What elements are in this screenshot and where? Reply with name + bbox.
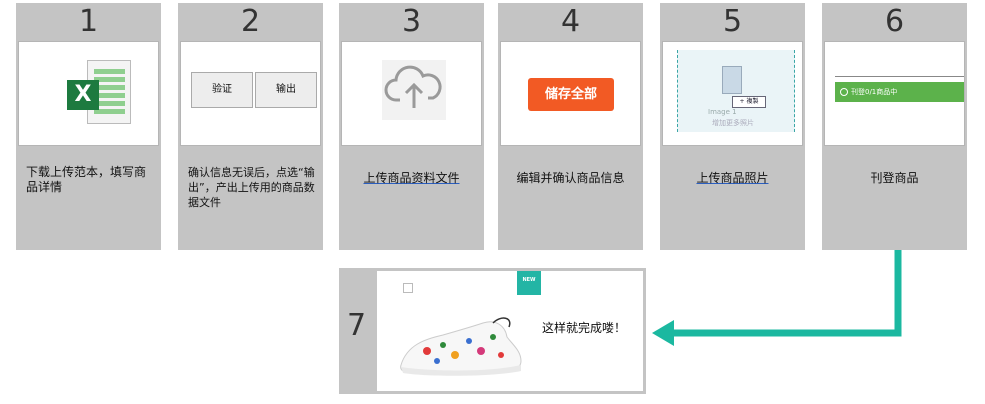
step-description: 上传商品照片	[696, 171, 769, 185]
step-description: 刊登商品	[870, 171, 919, 185]
step-5-card: 5 Image 1 + 複製 增加更多照片 上传商品照片	[660, 3, 805, 250]
step-2-image: 验证 输出	[180, 41, 321, 146]
step-description: 上传商品资料文件	[363, 171, 460, 185]
step-7-image: NEW 这样就完成喽！	[377, 271, 643, 391]
validate-button[interactable]: 验证	[191, 72, 253, 108]
save-all-button[interactable]: 储存全部	[528, 78, 614, 111]
step-number: 6	[884, 4, 905, 39]
step-number: 3	[401, 4, 422, 39]
step-3-image	[341, 41, 482, 146]
step-4-image: 储存全部	[500, 41, 641, 146]
step-4-card: 4 储存全部 编辑并确认商品信息	[498, 3, 643, 250]
completion-message: 这样就完成喽！	[542, 321, 627, 335]
step-2-card: 2 验证 输出 确认信息无误后，点选“输出”，产出上传用的商品数据文件	[178, 3, 323, 250]
step-1-image: X	[18, 41, 159, 146]
sneaker-image	[400, 317, 522, 376]
new-badge: NEW	[517, 271, 541, 295]
step-number: 2	[240, 4, 261, 39]
step-6-card: 6 刊登0/1商品中 刊登商品	[822, 3, 967, 250]
step-7-card: 7 NEW 这样就完成喽！	[339, 268, 646, 394]
step-5-image: Image 1 + 複製 增加更多照片	[662, 41, 803, 146]
step-number: 7	[347, 308, 367, 343]
copy-button[interactable]: + 複製	[732, 96, 766, 108]
step-1-card: 1 X 下载上传范本，填写商品详情	[16, 3, 161, 250]
spreadsheet-icon	[87, 60, 131, 124]
step-description: 编辑并确认商品信息	[516, 171, 625, 185]
divider	[835, 76, 964, 77]
photo-upload-area[interactable]: Image 1 + 複製 增加更多照片	[677, 50, 795, 132]
step-number: 4	[560, 4, 581, 39]
cloud-icon	[840, 88, 848, 96]
step-3-card: 3 上传商品资料文件	[339, 3, 484, 250]
publish-progress-bar: 刊登0/1商品中	[835, 82, 964, 102]
image-thumbnail-icon	[722, 66, 742, 94]
add-more-photos-label: 增加更多照片	[712, 119, 754, 127]
excel-icon: X	[67, 80, 99, 110]
export-button[interactable]: 输出	[255, 72, 317, 108]
upload-icon	[382, 60, 446, 120]
step-6-image: 刊登0/1商品中	[824, 41, 965, 146]
image-label: Image 1	[708, 108, 737, 116]
step-description: 下载上传范本，填写商品详情	[26, 165, 147, 194]
step-number: 1	[78, 4, 99, 39]
flow-arrow	[652, 250, 902, 346]
step-number: 5	[722, 4, 743, 39]
step-description: 确认信息无误后，点选“输出”，产出上传用的商品数据文件	[188, 166, 315, 209]
checkbox[interactable]	[403, 283, 413, 293]
publish-status: 刊登0/1商品中	[851, 88, 898, 96]
